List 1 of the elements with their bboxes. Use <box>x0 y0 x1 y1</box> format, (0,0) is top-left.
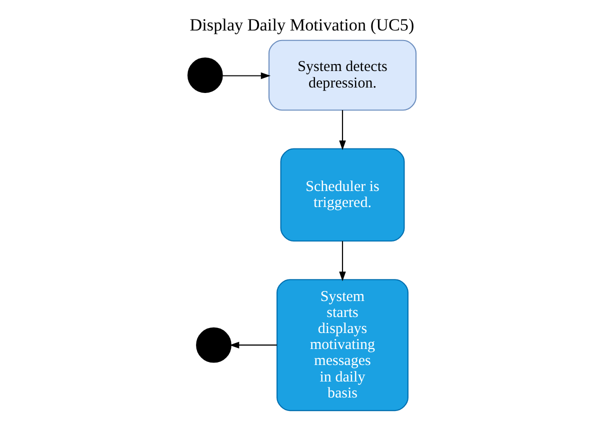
diagram-title: Display Daily Motivation (UC5) <box>189 15 414 34</box>
